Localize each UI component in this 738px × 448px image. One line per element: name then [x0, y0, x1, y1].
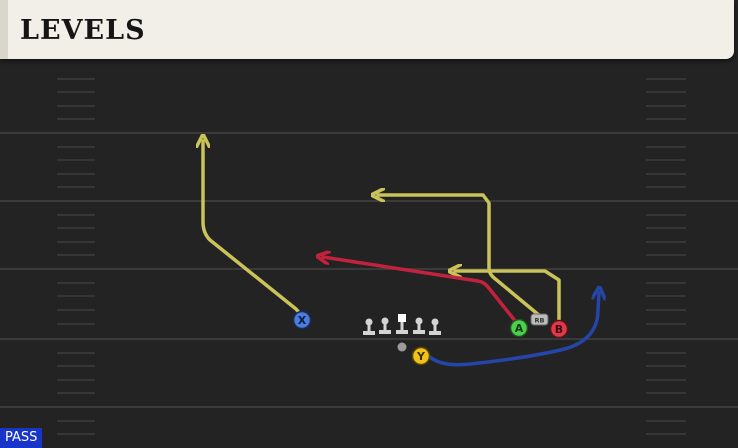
lineman-icon	[429, 318, 441, 335]
lineman-icon	[413, 317, 425, 334]
route-rb-dig	[323, 257, 518, 324]
center-icon	[396, 314, 408, 334]
player-y[interactable]: Y	[411, 346, 431, 366]
route-y-wheel	[428, 293, 599, 367]
player-a-label: A	[515, 322, 524, 335]
play-title: LEVELS	[20, 15, 146, 46]
title-accent-strip	[0, 0, 8, 59]
play-title-bar: LEVELS	[0, 0, 734, 59]
player-x-label: X	[298, 314, 307, 327]
player-rb[interactable]: RB	[530, 313, 549, 326]
offensive-line	[363, 314, 441, 335]
player-b-label: B	[555, 323, 563, 336]
quarterback-marker	[397, 342, 407, 352]
lineman-icon	[363, 318, 375, 335]
hash-marks-right	[646, 78, 686, 435]
route-x-go	[203, 141, 304, 318]
player-b[interactable]: B	[549, 319, 569, 339]
yard-lines	[0, 132, 738, 408]
play-type-badge: PASS	[0, 428, 43, 448]
lineman-icon	[379, 317, 391, 334]
route-b-in	[455, 271, 561, 328]
hash-marks-left	[57, 78, 95, 435]
player-y-label: Y	[416, 350, 426, 363]
player-rb-label: RB	[535, 317, 545, 325]
player-x[interactable]: X	[292, 310, 312, 330]
player-a[interactable]: A	[509, 318, 529, 338]
